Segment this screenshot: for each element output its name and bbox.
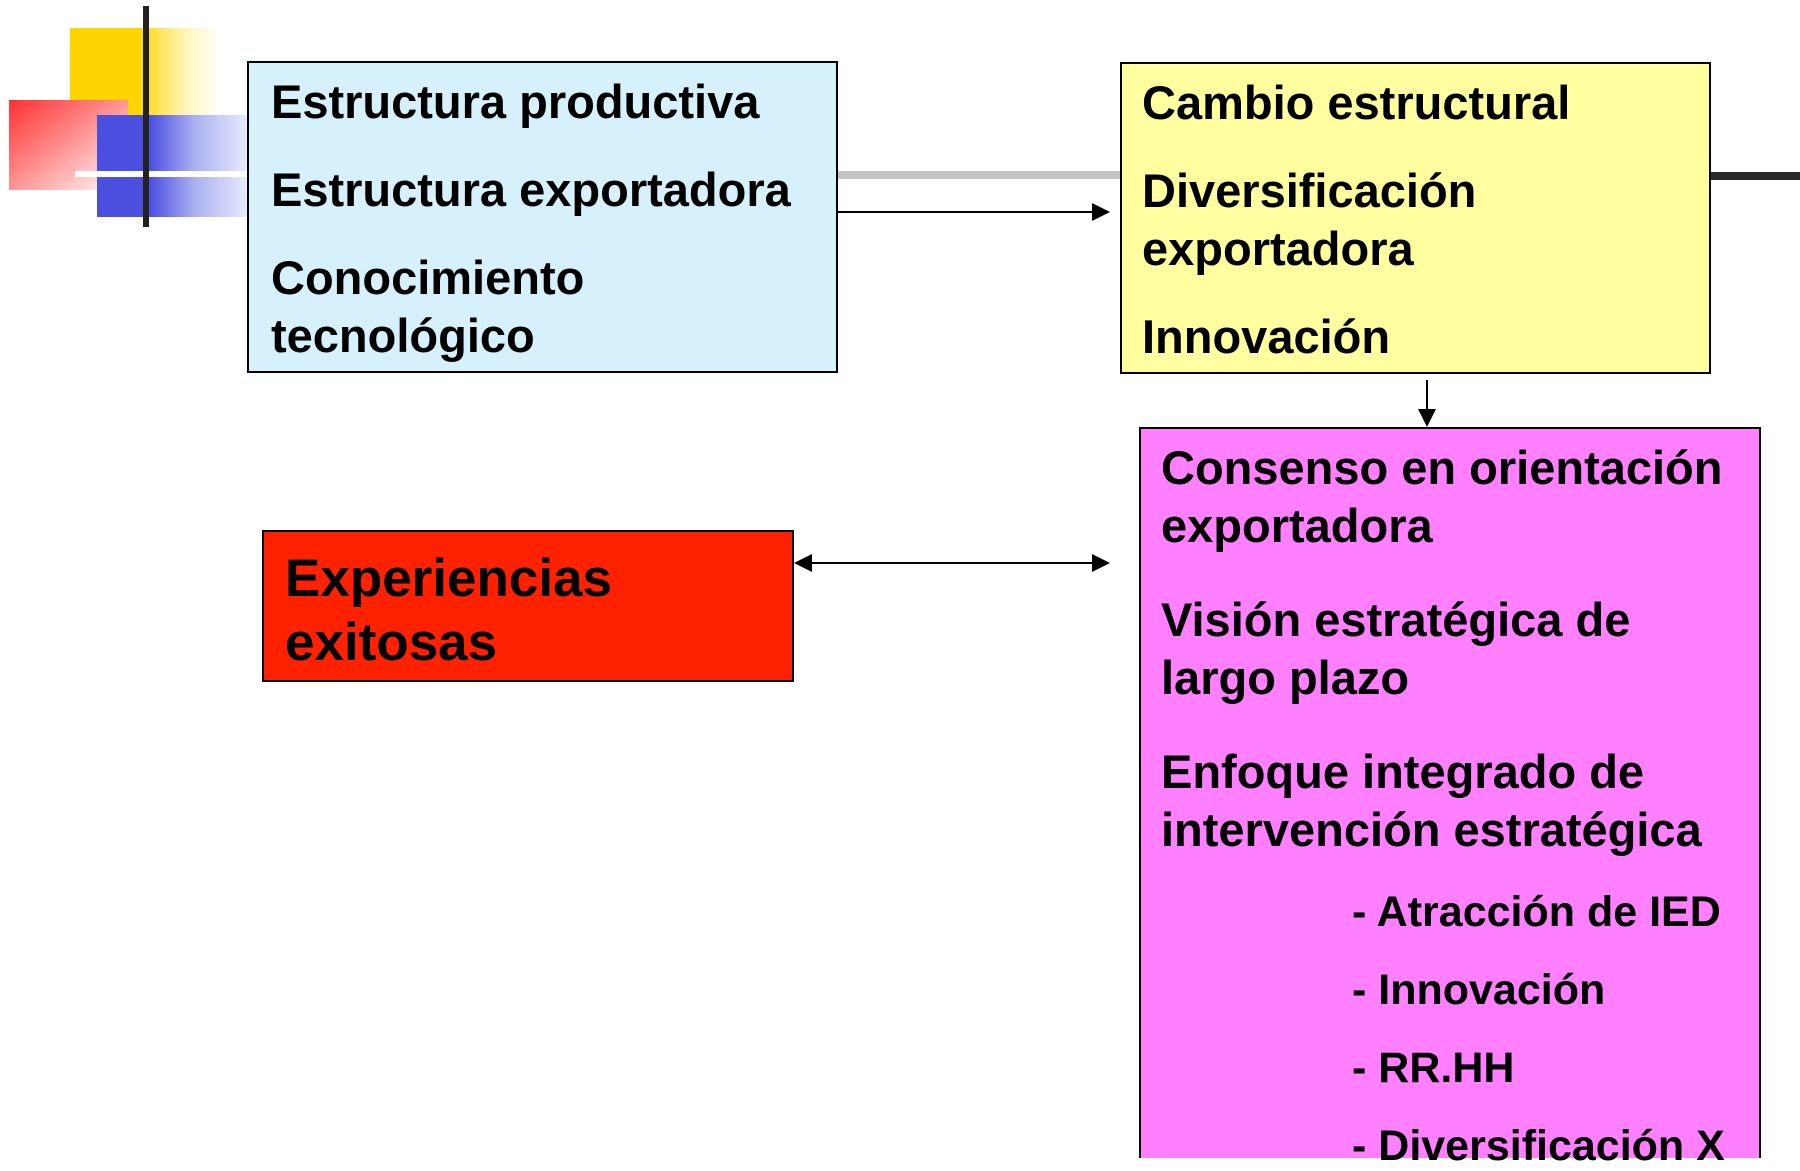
box-structure-item: Estructura exportadora [271,163,791,216]
box-strategy-subitem: - RR.HH [1352,1044,1515,1092]
connector-band-gray [838,171,1120,179]
box-change-item: Cambio estructural [1142,76,1571,129]
box-strategy: Consenso en orientación exportadora Visi… [1139,427,1761,1170]
connector-band-dark [1711,172,1800,180]
box-strategy-item: Consenso en orientación exportadora [1161,441,1723,552]
box-structure-item: Estructura productiva [271,75,760,128]
box-structure: Estructura productiva Estructura exporta… [247,61,838,373]
box-strategy-subitem: - Diversificación X [1352,1122,1725,1170]
box-strategy-subitem: - Atracción de IED [1352,888,1721,936]
decor-black-bar [143,6,149,227]
box-change: Cambio estructural Diversificación expor… [1120,62,1711,374]
box-success: Experiencias exitosas [262,530,794,682]
box-success-text: Experiencias exitosas [285,549,613,672]
box-strategy-subitem: - Innovación [1352,966,1606,1014]
box-change-item: Innovación [1142,310,1391,363]
arrow-red-to-pink [794,554,1110,572]
box-strategy-item: Visión estratégica de largo plazo [1161,593,1631,704]
box-structure-item: Conocimiento tecnológico [271,251,585,362]
decor-blue-square [97,115,247,217]
decor-white-bar [75,171,247,177]
box-change-item: Diversificación exportadora [1142,164,1477,275]
box-strategy-item: Enfoque integrado de intervención estrat… [1161,745,1702,856]
arrow-blue-to-yellow [838,203,1110,221]
arrow-yellow-to-pink [1418,380,1436,427]
